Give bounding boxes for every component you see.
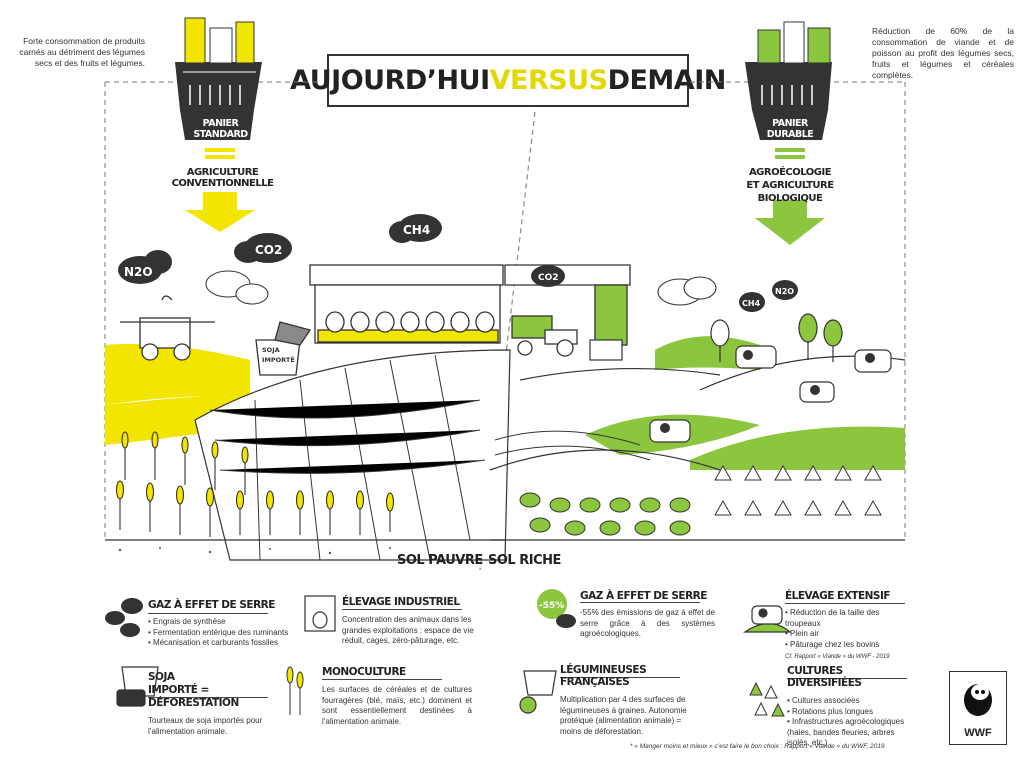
rich-soil-label: SOL RICHE bbox=[488, 553, 561, 568]
n2o-cloud-label: N2O bbox=[124, 265, 153, 279]
n2o-cloud-label-right: N2O bbox=[775, 287, 794, 296]
soy-bag-icon bbox=[116, 666, 159, 707]
gas-cloud-icon bbox=[105, 598, 143, 637]
legume-bag-icon bbox=[519, 670, 557, 714]
crops-icon bbox=[749, 681, 785, 717]
agroecology-label: AGROÉCOLOGIE ET AGRICULTURE BIOLOGIQUE bbox=[746, 167, 834, 204]
legend-cultures: CULTURES DIVERSIFIÉES Cultures associées… bbox=[787, 665, 907, 749]
basket-label-standard: PANIER STANDARD bbox=[193, 118, 248, 140]
basket-icon bbox=[745, 21, 832, 140]
ch4-cloud-label: CH4 bbox=[403, 223, 430, 237]
page-title: AUJOURD’HUI VERSUS DEMAIN bbox=[290, 54, 726, 107]
wheat-icon bbox=[286, 666, 304, 715]
barn-icon bbox=[304, 595, 336, 632]
basket-label-durable: PANIER DURABLE bbox=[766, 118, 814, 140]
legend-monoculture: MONOCULTURE Les surfaces de céréales et … bbox=[322, 666, 472, 726]
ch4-cloud-label-right: CH4 bbox=[742, 299, 761, 308]
co2-cloud-label-right: CO2 bbox=[538, 273, 559, 283]
conventional-label: AGRICULTURE CONVENTIONNELLE bbox=[171, 167, 274, 189]
soy-bag-label: SOJA bbox=[262, 346, 280, 354]
legend-ges: GAZ À EFFET DE SERRE Engrais de synthèse… bbox=[148, 599, 308, 649]
cloud-icon bbox=[118, 214, 442, 305]
co2-cloud-label: CO2 bbox=[255, 243, 282, 257]
legend-ges-right: GAZ À EFFET DE SERRE -55% des émissions … bbox=[580, 590, 715, 638]
basket-icon bbox=[175, 17, 262, 140]
legend-soja: SOJA IMPORTÉ = DÉFORESTATION Tourteaux d… bbox=[148, 671, 263, 736]
right-intro: Réduction de 60% de la consommation de v… bbox=[872, 26, 1014, 80]
legend-legumineuses: LÉGUMINEUSES FRANÇAISES Multiplication p… bbox=[560, 664, 687, 736]
svg-text:IMPORTÉ: IMPORTÉ bbox=[262, 355, 295, 364]
legend-elevage-industriel: ÉLEVAGE INDUSTRIEL Concentration des ani… bbox=[342, 596, 474, 645]
poor-soil-label: SOL PAUVRE bbox=[397, 553, 483, 568]
left-intro: Forte consommation de produits carnés au… bbox=[19, 36, 145, 68]
panda-icon bbox=[964, 684, 992, 716]
footnote: * « Manger moins et mieux » c’est faire … bbox=[630, 743, 885, 750]
co2-reduction-icon bbox=[537, 589, 576, 628]
wwf-logo: WWF bbox=[949, 671, 1007, 745]
reduction-badge: -55% bbox=[539, 601, 564, 611]
legend-elevage-extensif: ÉLEVAGE EXTENSIF Réduction de la taille … bbox=[785, 590, 915, 663]
cow-icon bbox=[743, 605, 792, 633]
